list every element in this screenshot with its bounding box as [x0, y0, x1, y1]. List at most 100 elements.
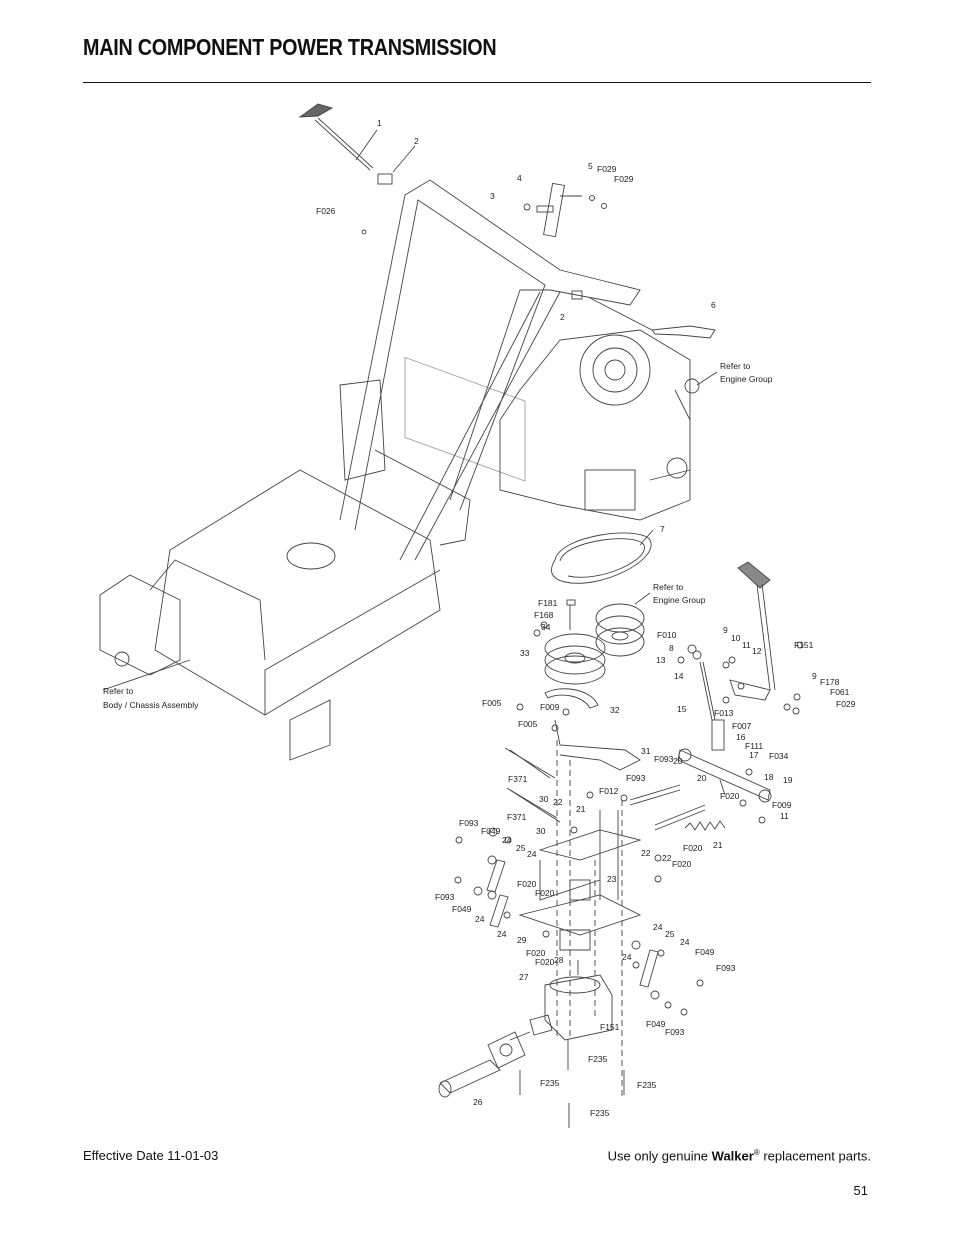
note-refer-body: Refer to: [103, 686, 134, 696]
callout-26: 26: [473, 1097, 483, 1107]
callout-F093: F093: [716, 963, 736, 973]
note-refer-engine: Refer to: [720, 361, 751, 371]
page-title: MAIN COMPONENT POWER TRANSMISSION: [83, 34, 497, 60]
brand-name: Walker: [711, 1148, 754, 1164]
callout-32: 32: [610, 705, 620, 715]
callout-24: 24: [502, 835, 512, 845]
callout-24: 24: [653, 922, 663, 932]
callout-16: 16: [736, 732, 746, 742]
diagram-line-art: [99, 103, 804, 1128]
callout-9: 9: [812, 671, 817, 681]
callout-F007: F007: [732, 721, 752, 731]
callout-23: 23: [607, 874, 617, 884]
callout-21: 21: [713, 840, 723, 850]
callout-F020: F020: [720, 791, 740, 801]
page-number: 51: [853, 1183, 868, 1198]
callout-4: 4: [517, 173, 522, 183]
callout-F009: F009: [540, 702, 560, 712]
callout-F029: F029: [836, 699, 856, 709]
callout-F061: F061: [830, 687, 850, 697]
callout-F010: F010: [657, 630, 677, 640]
callout-24: 24: [497, 929, 507, 939]
callout-F020: F020: [526, 948, 546, 958]
callout-2: 2: [414, 136, 419, 146]
callout-31: 31: [641, 746, 651, 756]
callout-F012: F012: [599, 786, 619, 796]
footer-note: Use only genuine Walker® replacement par…: [608, 1148, 871, 1163]
callout-9: 9: [723, 625, 728, 635]
callout-F093: F093: [459, 818, 479, 828]
callout-F049: F049: [452, 904, 472, 914]
callout-2: 2: [560, 312, 565, 322]
callout-F020: F020: [517, 879, 537, 889]
callout-25: 25: [516, 843, 526, 853]
footer-suffix: replacement parts.: [759, 1148, 871, 1164]
callout-F235: F235: [540, 1078, 560, 1088]
callout-F020: F020: [535, 957, 555, 967]
callout-F020: F020: [535, 888, 555, 898]
part-callouts: 1 2 2 3 4 5 F029 F029 F026 6 Refer to En…: [103, 118, 856, 1118]
note-refer-engine: Engine Group: [653, 595, 706, 605]
callout-F371: F371: [508, 774, 528, 784]
callout-F181: F181: [538, 598, 558, 608]
callout-19: 19: [783, 775, 793, 785]
callout-24: 24: [527, 849, 537, 859]
callout-22: 22: [662, 853, 672, 863]
callout-F020: F020: [672, 859, 692, 869]
callout-F009: F009: [772, 800, 792, 810]
callout-F005: F005: [482, 698, 502, 708]
note-refer-engine: Engine Group: [720, 374, 773, 384]
title-rule: [83, 82, 871, 83]
callout-F178: F178: [820, 677, 840, 687]
callout-F235: F235: [590, 1108, 610, 1118]
callout-15: 15: [677, 704, 687, 714]
callout-6: 6: [711, 300, 716, 310]
callout-F049: F049: [481, 826, 501, 836]
callout-11: 11: [742, 640, 751, 650]
callout-21: 21: [576, 804, 586, 814]
callout-30: 30: [536, 826, 546, 836]
callout-3: 3: [490, 191, 495, 201]
callout-29: 29: [517, 935, 527, 945]
callout-F235: F235: [588, 1054, 608, 1064]
callout-F093: F093: [626, 773, 646, 783]
callout-F151: F151: [794, 640, 814, 650]
callout-F093: F093: [665, 1027, 685, 1037]
callout-1: 1: [377, 118, 382, 128]
callout-24: 24: [475, 914, 485, 924]
registered-mark: ®: [753, 1148, 760, 1157]
callout-20: 20: [697, 773, 707, 783]
callout-34: 34: [541, 622, 551, 632]
callout-F034: F034: [769, 751, 789, 761]
callout-27: 27: [519, 972, 529, 982]
callout-F026: F026: [316, 206, 336, 216]
callout-22: 22: [641, 848, 651, 858]
callout-13: 13: [656, 655, 666, 665]
callout-F371: F371: [507, 812, 527, 822]
callout-10: 10: [731, 633, 741, 643]
callout-28: 28: [554, 955, 564, 965]
callout-F235: F235: [637, 1080, 657, 1090]
callout-F020: F020: [683, 843, 703, 853]
callout-7: 7: [660, 524, 665, 534]
callout-8: 8: [669, 643, 674, 653]
callout-24: 24: [680, 937, 690, 947]
callout-14: 14: [674, 671, 684, 681]
callout-33: 33: [520, 648, 530, 658]
callout-F049: F049: [695, 947, 715, 957]
callout-F168: F168: [534, 610, 554, 620]
effective-date: Effective Date 11-01-03: [83, 1148, 219, 1163]
callout-22: 22: [553, 797, 563, 807]
callout-F029: F029: [614, 174, 634, 184]
callout-18: 18: [764, 772, 774, 782]
callout-5: 5: [588, 161, 593, 171]
callout-F013: F013: [714, 708, 734, 718]
callout-12: 12: [752, 646, 762, 656]
callout-24: 24: [622, 952, 632, 962]
callout-F093: F093: [435, 892, 455, 902]
callout-F093: F093: [654, 754, 674, 764]
callout-F111: F111: [745, 741, 763, 751]
note-refer-engine: Refer to: [653, 582, 684, 592]
callout-F005: F005: [518, 719, 538, 729]
callout-11: 11: [780, 811, 789, 821]
